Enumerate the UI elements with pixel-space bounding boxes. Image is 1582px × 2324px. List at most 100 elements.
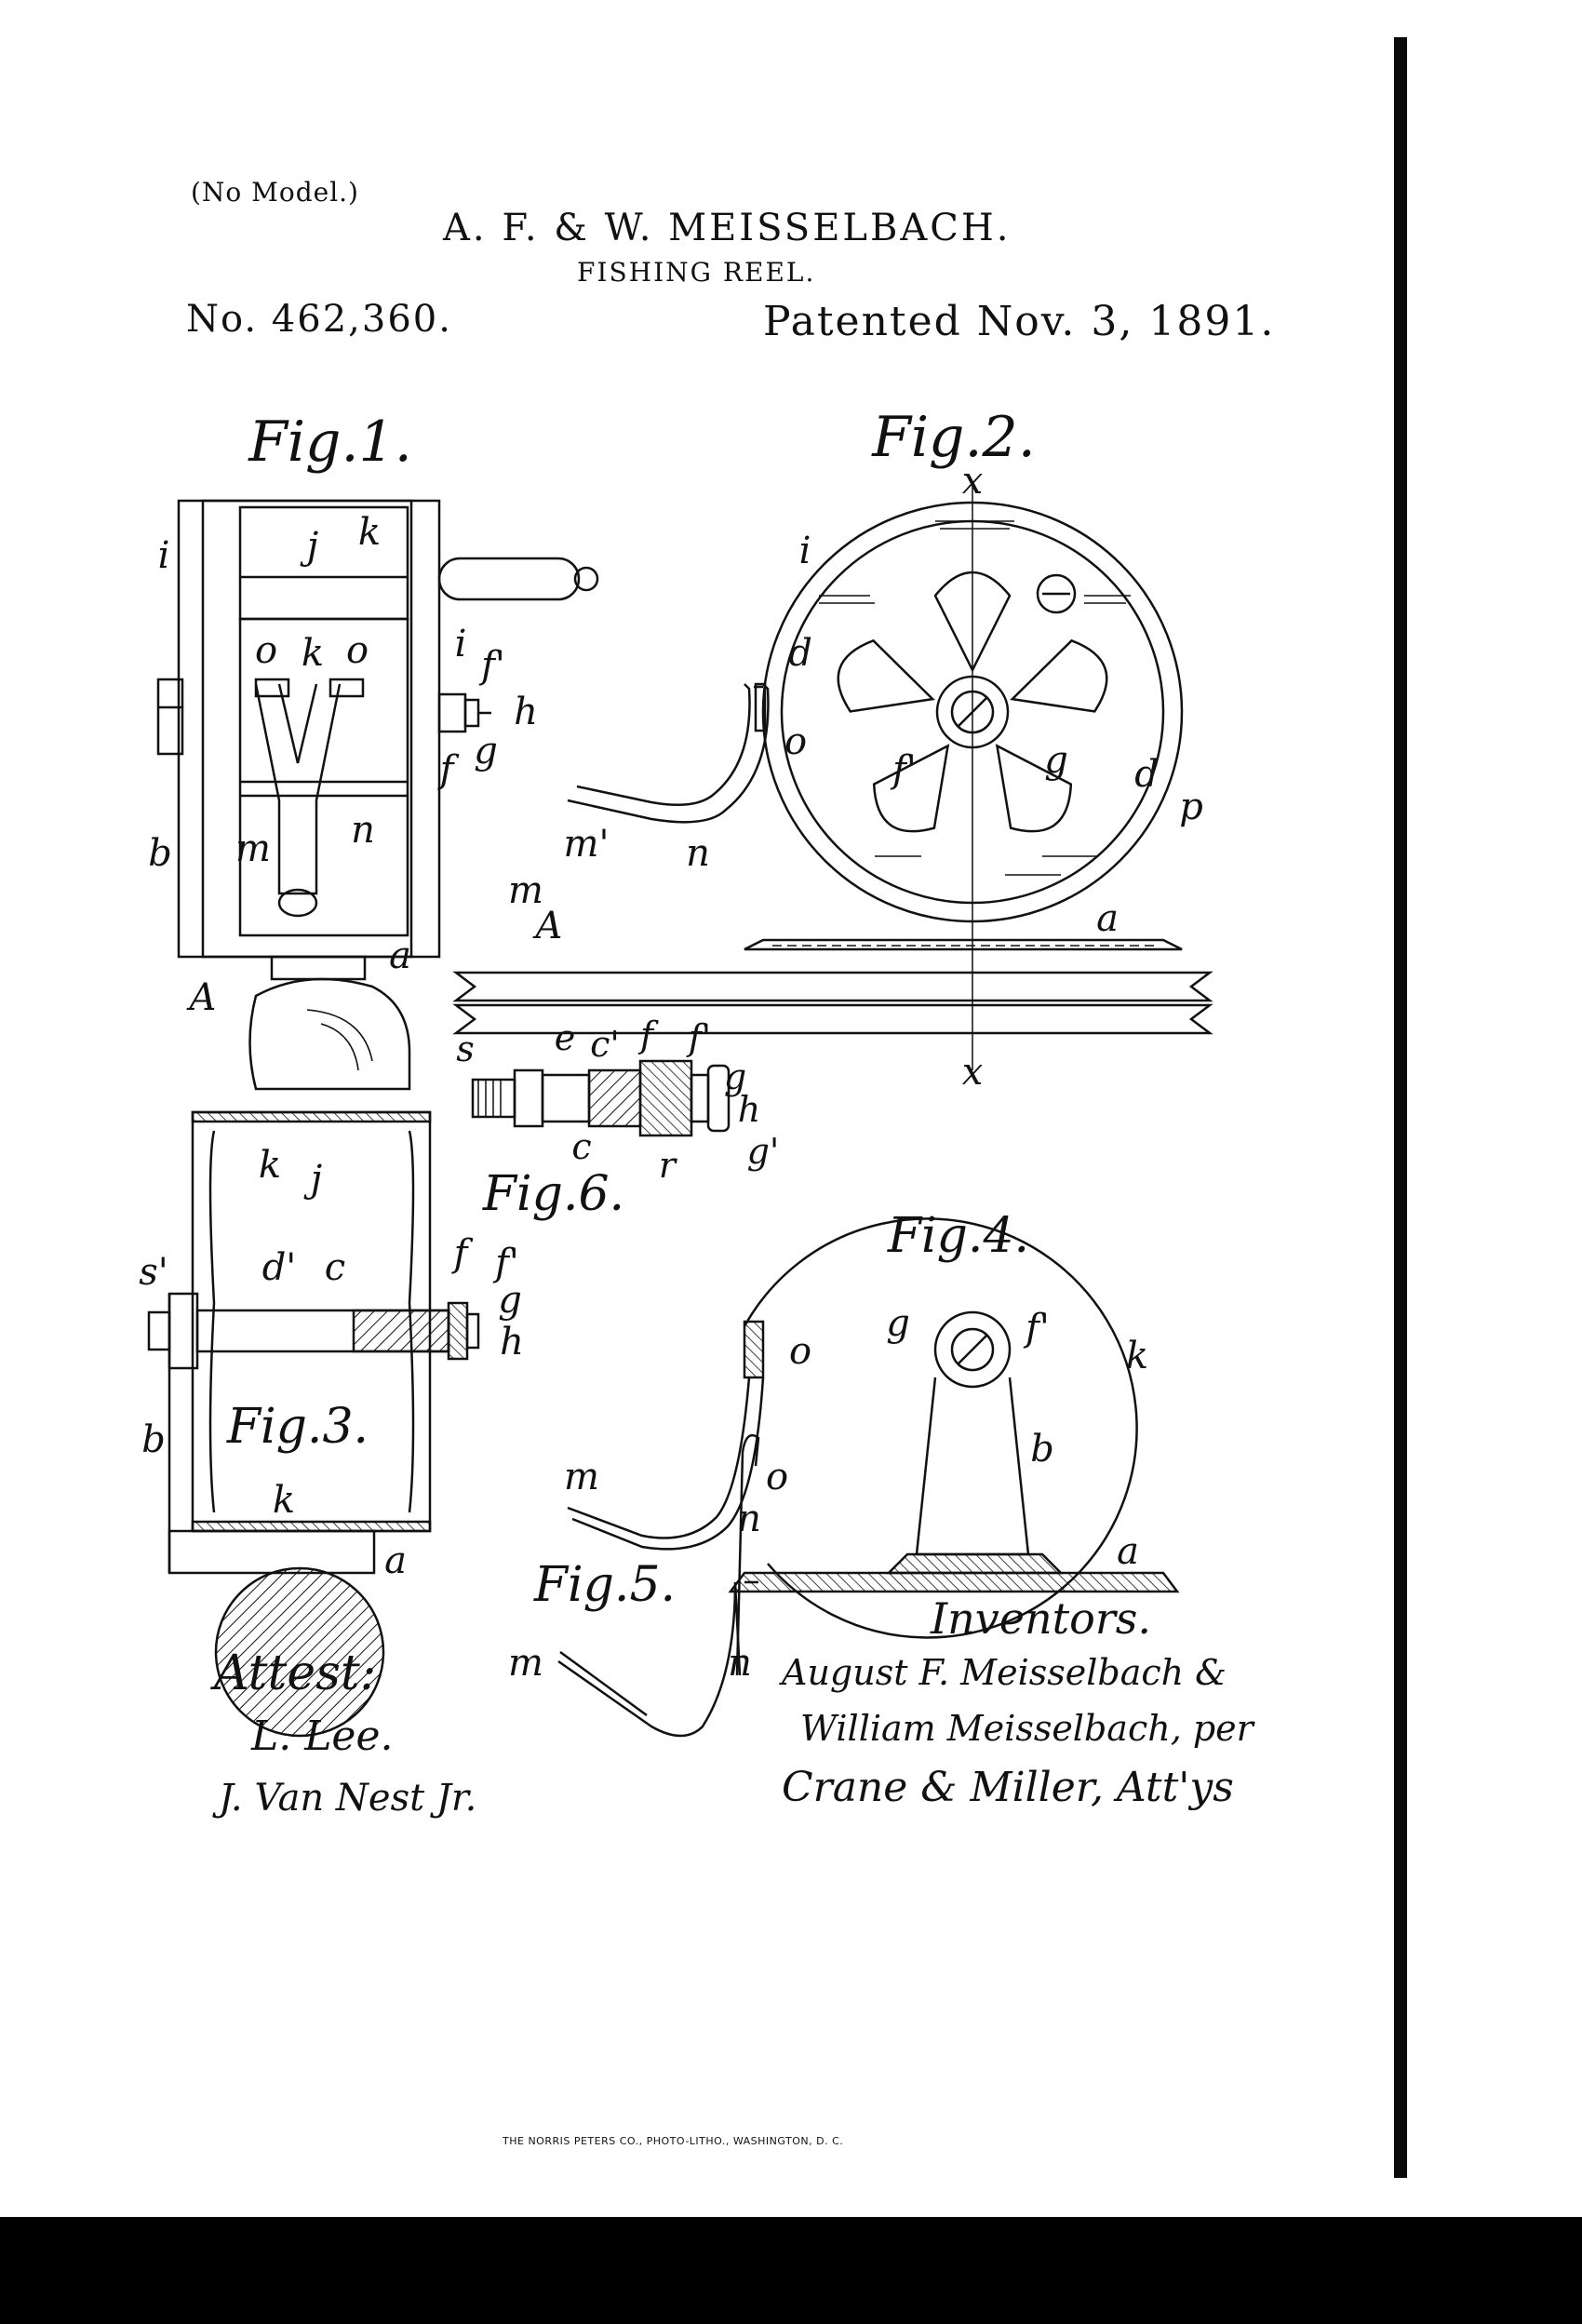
witness-1-signature: L. Lee. bbox=[250, 1713, 393, 1760]
svg-text:o: o bbox=[766, 1456, 788, 1498]
patent-date: Patented Nov. 3, 1891. bbox=[763, 298, 1276, 345]
figure-4-drawing bbox=[567, 1217, 1180, 1639]
svg-text:d': d' bbox=[262, 1246, 297, 1289]
svg-text:n: n bbox=[728, 1642, 752, 1685]
figure-3-labels: k j s' d' c f f' g h b Fig.3. k a bbox=[139, 1144, 524, 1582]
svg-text:j: j bbox=[303, 1158, 322, 1201]
fig2-title: Fig.2. bbox=[871, 405, 1036, 470]
svg-text:o: o bbox=[346, 629, 369, 672]
witness-2-signature: J. Van Nest Jr. bbox=[212, 1777, 476, 1820]
svg-text:i: i bbox=[455, 623, 467, 665]
figure-1-labels: Fig.1. i j k i o k o f' h f g b m n a A bbox=[148, 410, 538, 1019]
svg-text:h: h bbox=[514, 691, 538, 733]
figure-3-drawing bbox=[147, 1110, 480, 1738]
svg-text:m: m bbox=[235, 827, 271, 870]
svg-text:o: o bbox=[789, 1330, 811, 1373]
figure-6-labels: s e c' f f' g h g' c r Fig.6. bbox=[456, 1014, 779, 1222]
fig1-spool-lower bbox=[238, 617, 409, 937]
fig1-frame-outer bbox=[177, 499, 441, 959]
fig2-spokes-openings bbox=[837, 571, 1108, 833]
svg-text:a: a bbox=[384, 1539, 407, 1582]
fig1-frame-inner bbox=[201, 499, 413, 959]
svg-text:x: x bbox=[962, 1051, 984, 1094]
svg-text:A: A bbox=[186, 976, 217, 1019]
fig1-handle bbox=[437, 557, 581, 601]
svg-text:s': s' bbox=[139, 1251, 168, 1294]
svg-text:b: b bbox=[1030, 1428, 1054, 1471]
patent-number: No. 462,360. bbox=[186, 298, 452, 341]
svg-text:f': f' bbox=[492, 1242, 519, 1284]
svg-text:k: k bbox=[358, 511, 381, 554]
svg-text:r: r bbox=[659, 1145, 678, 1186]
svg-text:n: n bbox=[351, 809, 375, 852]
svg-text:m: m bbox=[508, 1642, 543, 1685]
fig3-title: Fig.3. bbox=[226, 1399, 369, 1455]
figure-4-labels: Fig.4. g f' k o b m n a bbox=[564, 1208, 1148, 1573]
printer-credit: THE NORRIS PETERS CO., PHOTO-LITHO., WAS… bbox=[503, 2135, 844, 2147]
inventor-2-signature: William Meisselbach, per bbox=[800, 1708, 1256, 1749]
attest-block: Attest: L. Lee. J. Van Nest Jr. bbox=[210, 1646, 476, 1820]
svg-text:d: d bbox=[788, 632, 812, 675]
svg-text:m: m bbox=[564, 1456, 599, 1498]
figure-5-labels: o Fig.5. m n bbox=[508, 1456, 788, 1685]
svg-text:k: k bbox=[259, 1144, 281, 1187]
svg-text:b: b bbox=[141, 1418, 166, 1461]
svg-text:m': m' bbox=[564, 823, 610, 866]
svg-text:a: a bbox=[389, 934, 411, 977]
attest-heading: Attest: bbox=[210, 1646, 376, 1701]
inventors-block: Inventors. August F. Meisselbach & Willi… bbox=[779, 1593, 1256, 1811]
svg-text:g: g bbox=[474, 730, 498, 772]
svg-text:o: o bbox=[255, 629, 277, 672]
inventor-names: A. F. & W. MEISSELBACH. bbox=[443, 207, 1012, 249]
figure-1-drawing bbox=[156, 499, 599, 1091]
svg-text:c: c bbox=[325, 1246, 345, 1289]
svg-text:f': f' bbox=[890, 748, 917, 791]
figure-5-drawing bbox=[557, 1433, 760, 1738]
svg-text:a: a bbox=[1117, 1530, 1139, 1573]
svg-text:d: d bbox=[1134, 753, 1159, 796]
figure-2-labels: Fig.2. x i d o f' g d p n m' m A a x bbox=[508, 405, 1203, 1094]
scan-edge-bottom bbox=[0, 2217, 1582, 2324]
svg-text:k: k bbox=[1126, 1335, 1148, 1377]
figure-6-drawing bbox=[471, 1059, 731, 1137]
svg-text:i: i bbox=[158, 534, 170, 577]
fig1-spool-top bbox=[238, 505, 409, 621]
fig4-title: Fig.4. bbox=[887, 1208, 1029, 1264]
svg-text:m: m bbox=[508, 869, 543, 912]
svg-text:p: p bbox=[1179, 786, 1203, 828]
fig4-reel-outline bbox=[743, 1217, 1138, 1639]
svg-text:o: o bbox=[784, 720, 807, 763]
svg-text:b: b bbox=[148, 832, 172, 875]
attorneys-signature: Crane & Miller, Att'ys bbox=[782, 1764, 1234, 1811]
svg-text:k: k bbox=[273, 1479, 295, 1522]
svg-text:f': f' bbox=[686, 1017, 712, 1058]
svg-text:s: s bbox=[456, 1028, 475, 1069]
no-model-note: (No Model.) bbox=[191, 177, 359, 208]
fig2-shading bbox=[819, 520, 1131, 876]
svg-text:f: f bbox=[637, 1014, 659, 1055]
svg-text:g: g bbox=[498, 1279, 522, 1322]
svg-text:f: f bbox=[437, 748, 460, 791]
svg-text:h: h bbox=[738, 1089, 760, 1130]
svg-text:i: i bbox=[799, 530, 811, 572]
svg-text:e: e bbox=[555, 1017, 576, 1058]
fig1-title: Fig.1. bbox=[248, 410, 412, 475]
svg-text:g': g' bbox=[747, 1131, 780, 1172]
svg-text:f': f' bbox=[1023, 1307, 1050, 1350]
inventor-1-signature: August F. Meisselbach & bbox=[779, 1652, 1227, 1693]
svg-text:j: j bbox=[300, 525, 318, 568]
figure-2-drawing bbox=[452, 484, 1213, 1070]
fig6-title: Fig.6. bbox=[482, 1166, 624, 1222]
svg-text:k: k bbox=[302, 632, 324, 675]
svg-text:n: n bbox=[686, 832, 710, 875]
svg-text:A: A bbox=[532, 905, 563, 947]
svg-text:g: g bbox=[1044, 739, 1068, 782]
svg-text:f': f' bbox=[478, 644, 505, 687]
inventors-heading: Inventors. bbox=[930, 1593, 1151, 1644]
fig5-title: Fig.5. bbox=[533, 1557, 676, 1613]
svg-text:f: f bbox=[451, 1232, 474, 1275]
svg-text:g: g bbox=[886, 1302, 910, 1345]
scan-edge-right bbox=[1394, 37, 1407, 2178]
svg-text:h: h bbox=[500, 1321, 524, 1364]
